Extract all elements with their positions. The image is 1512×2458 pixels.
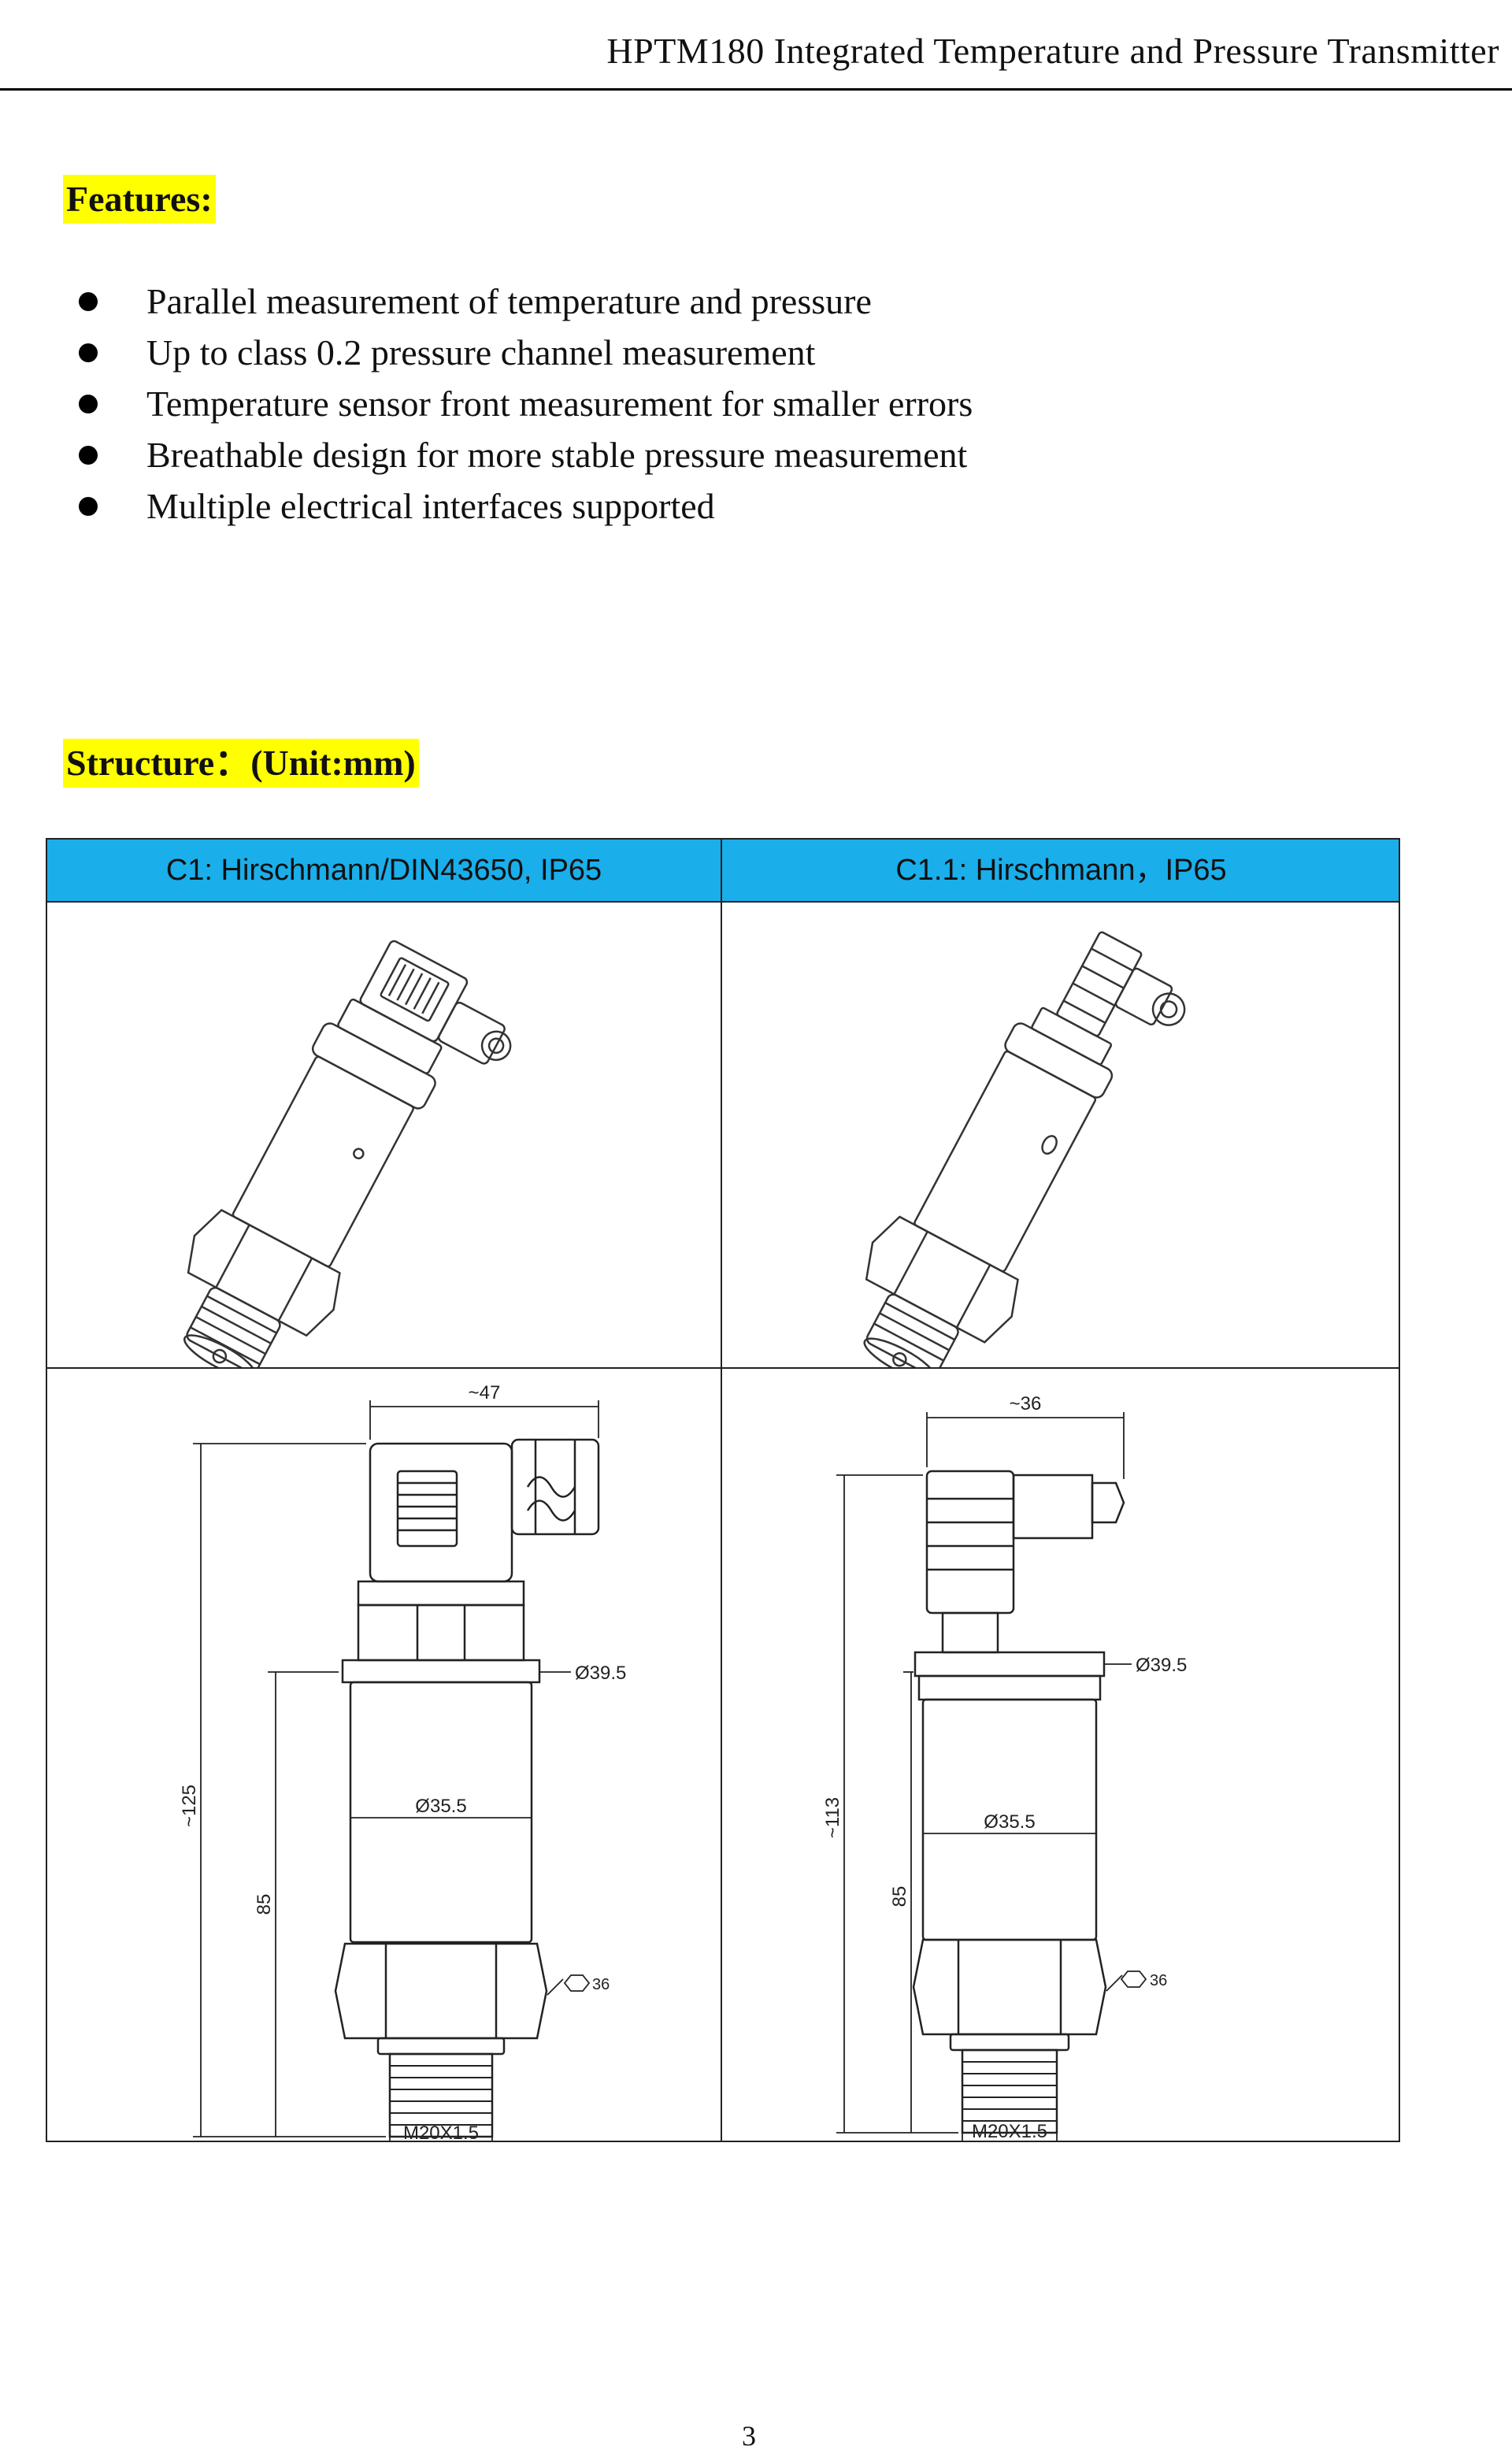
- c1-1-flange-dim: Ø39.5: [1136, 1655, 1187, 1676]
- list-item: Up to class 0.2 pressure channel measure…: [79, 327, 973, 378]
- row-divider: [47, 1367, 1399, 1369]
- document-title: HPTM180 Integrated Temperature and Press…: [606, 31, 1499, 71]
- c1-height-dim: ~125: [179, 1785, 200, 1827]
- column-header-c1: C1: Hirschmann/DIN43650, IP65: [165, 854, 602, 887]
- column-header-c1-1: C1.1: Hirschmann，IP65: [895, 854, 1227, 887]
- feature-text: Breathable design for more stable pressu…: [146, 435, 968, 475]
- feature-text: Up to class 0.2 pressure channel measure…: [146, 332, 816, 373]
- bullet-icon: [79, 394, 98, 413]
- column-divider: [721, 840, 722, 2141]
- bullet-icon: [79, 343, 98, 362]
- c1-thread-dim: M20X1.5: [403, 2122, 479, 2142]
- list-item: Parallel measurement of temperature and …: [79, 276, 973, 327]
- bullet-icon: [79, 445, 98, 465]
- bullet-icon: [79, 496, 98, 516]
- page-number: 3: [742, 2420, 756, 2452]
- feature-text: Multiple electrical interfaces supported: [146, 486, 715, 526]
- c1-1-dimension-drawing: ~36 Ø39.5 Ø35.5 ~113 85 36 M20X1.5: [722, 1369, 1400, 2142]
- c1-dimension-drawing: ~47 Ø39.5 Ø35.5 ~125 85 36 M20X1.5: [47, 1369, 721, 2145]
- c1-1-product-illustration: [722, 903, 1400, 1381]
- list-item: Breathable design for more stable pressu…: [79, 429, 973, 480]
- c1-1-body-dim: Ø35.5: [984, 1811, 1035, 1833]
- feature-text: Temperature sensor front measurement for…: [146, 384, 973, 424]
- feature-text: Parallel measurement of temperature and …: [146, 281, 872, 321]
- c1-hex-dim: 36: [592, 1976, 610, 1993]
- bullet-icon: [79, 291, 98, 311]
- header-divider: [0, 88, 1512, 91]
- c1-flange-dim: Ø39.5: [575, 1663, 626, 1684]
- c1-length-dim: 85: [254, 1894, 275, 1915]
- c1-1-width-dim: ~36: [1010, 1393, 1042, 1414]
- c1-product-illustration: [47, 903, 721, 1378]
- c1-body-dim: Ø35.5: [415, 1796, 466, 1817]
- structure-heading: Structure：(Unit:mm): [63, 739, 419, 788]
- list-item: Multiple electrical interfaces supported: [79, 480, 973, 532]
- structure-table: C1: Hirschmann/DIN43650, IP65 C1.1: Hirs…: [46, 838, 1400, 2145]
- list-item: Temperature sensor front measurement for…: [79, 378, 973, 429]
- c1-1-hex-dim: 36: [1150, 1972, 1167, 1989]
- c1-1-thread-dim: M20X1.5: [972, 2121, 1047, 2142]
- features-heading: Features:: [63, 175, 216, 224]
- c1-width-dim: ~47: [469, 1382, 501, 1403]
- table-header-row: C1: Hirschmann/DIN43650, IP65 C1.1: Hirs…: [47, 840, 1399, 903]
- features-list: Parallel measurement of temperature and …: [79, 276, 973, 532]
- c1-1-length-dim: 85: [889, 1886, 910, 1907]
- c1-1-height-dim: ~113: [822, 1797, 843, 1838]
